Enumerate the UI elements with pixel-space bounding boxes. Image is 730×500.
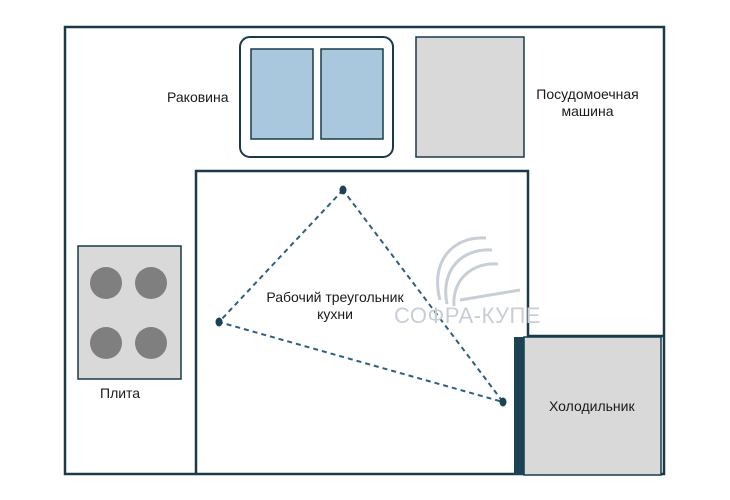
sink-basin-left xyxy=(250,48,314,140)
stove xyxy=(77,245,182,380)
dishwasher-label-line1: Посудомоечная xyxy=(536,86,639,102)
fridge-label: Холодильник xyxy=(549,398,635,414)
burner-bottom-right xyxy=(135,327,167,359)
sink-label: Раковина xyxy=(167,89,229,105)
work-triangle xyxy=(215,185,507,407)
fridge-door-edge xyxy=(514,337,524,475)
stove-top xyxy=(77,245,182,380)
triangle-vertex-fridge xyxy=(499,397,507,407)
sofra-kupe-logo-icon xyxy=(436,236,521,307)
triangle-vertex-stove xyxy=(215,317,223,327)
dishwasher xyxy=(415,36,525,158)
work-triangle-label: Рабочий треугольник кухни xyxy=(254,289,416,323)
fridge-body xyxy=(523,336,662,476)
burner-top-right xyxy=(135,267,167,299)
fridge xyxy=(514,336,662,476)
counter-inner-edge xyxy=(194,169,664,474)
dishwasher-label: Посудомоечная машина xyxy=(525,86,650,120)
room-wall-outline xyxy=(63,25,666,476)
dishwasher-label-line2: машина xyxy=(561,103,614,119)
work-triangle-path xyxy=(217,188,506,404)
watermark-text: СОФРА-КУПЕ xyxy=(394,303,541,328)
stove-label: Плита xyxy=(100,385,141,401)
burner-top-left xyxy=(90,267,122,299)
sink xyxy=(239,36,394,158)
work-triangle-label-line1: Рабочий треугольник xyxy=(266,289,404,305)
triangle-vertex-sink xyxy=(339,185,347,195)
sink-basin-right xyxy=(320,48,384,140)
work-triangle-label-line2: кухни xyxy=(317,306,353,322)
burner-bottom-left xyxy=(90,327,122,359)
